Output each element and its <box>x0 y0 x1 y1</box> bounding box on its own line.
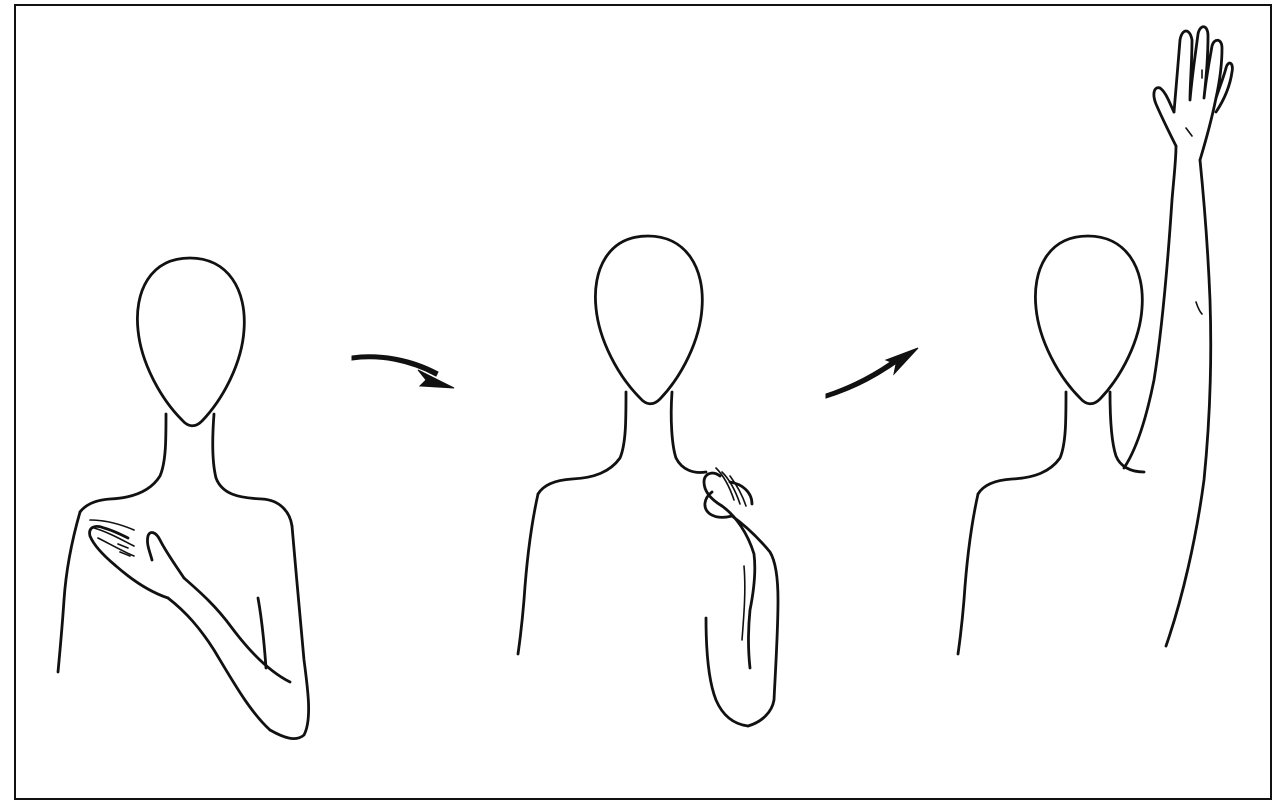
panel-2-head <box>595 236 702 404</box>
panel-1-figure <box>58 258 309 739</box>
panel-2-neck-right <box>671 392 706 472</box>
panel-2-figure <box>518 236 778 726</box>
arrow-2-head <box>886 348 918 374</box>
panel-1-hand-top <box>147 533 184 578</box>
panel-3-arm-outer <box>1166 160 1211 646</box>
panel-3-figure <box>958 27 1232 654</box>
panel-3-neck-right <box>1110 392 1144 472</box>
panel-3-arm-inner <box>1124 146 1176 468</box>
panel-1-head <box>137 258 244 426</box>
panel-1-forearm-lower <box>168 598 270 730</box>
arrow-2-shaft <box>826 358 898 398</box>
arrow-1-shaft <box>352 355 438 376</box>
arrow-2 <box>826 348 918 398</box>
arrow-1 <box>352 355 454 388</box>
panel-3-head <box>1035 236 1142 404</box>
panel-3-neck-left <box>978 392 1066 494</box>
panel-1-right-arm-outer <box>270 526 309 739</box>
panel-1-torso-left <box>58 512 80 672</box>
panel-2-neck-left <box>538 392 626 494</box>
panel-2-forearm-outer <box>732 516 778 726</box>
panel-1-neck-right <box>213 414 292 526</box>
panel-3-elbow-mark <box>1196 302 1202 314</box>
panel-2-arm-inner-line <box>742 566 745 640</box>
panel-2-torso-left <box>518 494 538 654</box>
panel-3-fingers <box>1174 27 1232 112</box>
panel-3-palm <box>1154 88 1216 160</box>
panel-3-palm-marks <box>1186 70 1202 136</box>
panel-1-hand <box>90 526 168 598</box>
panel-1-neck-left <box>80 414 166 512</box>
panel-3-torso-left <box>958 494 978 654</box>
